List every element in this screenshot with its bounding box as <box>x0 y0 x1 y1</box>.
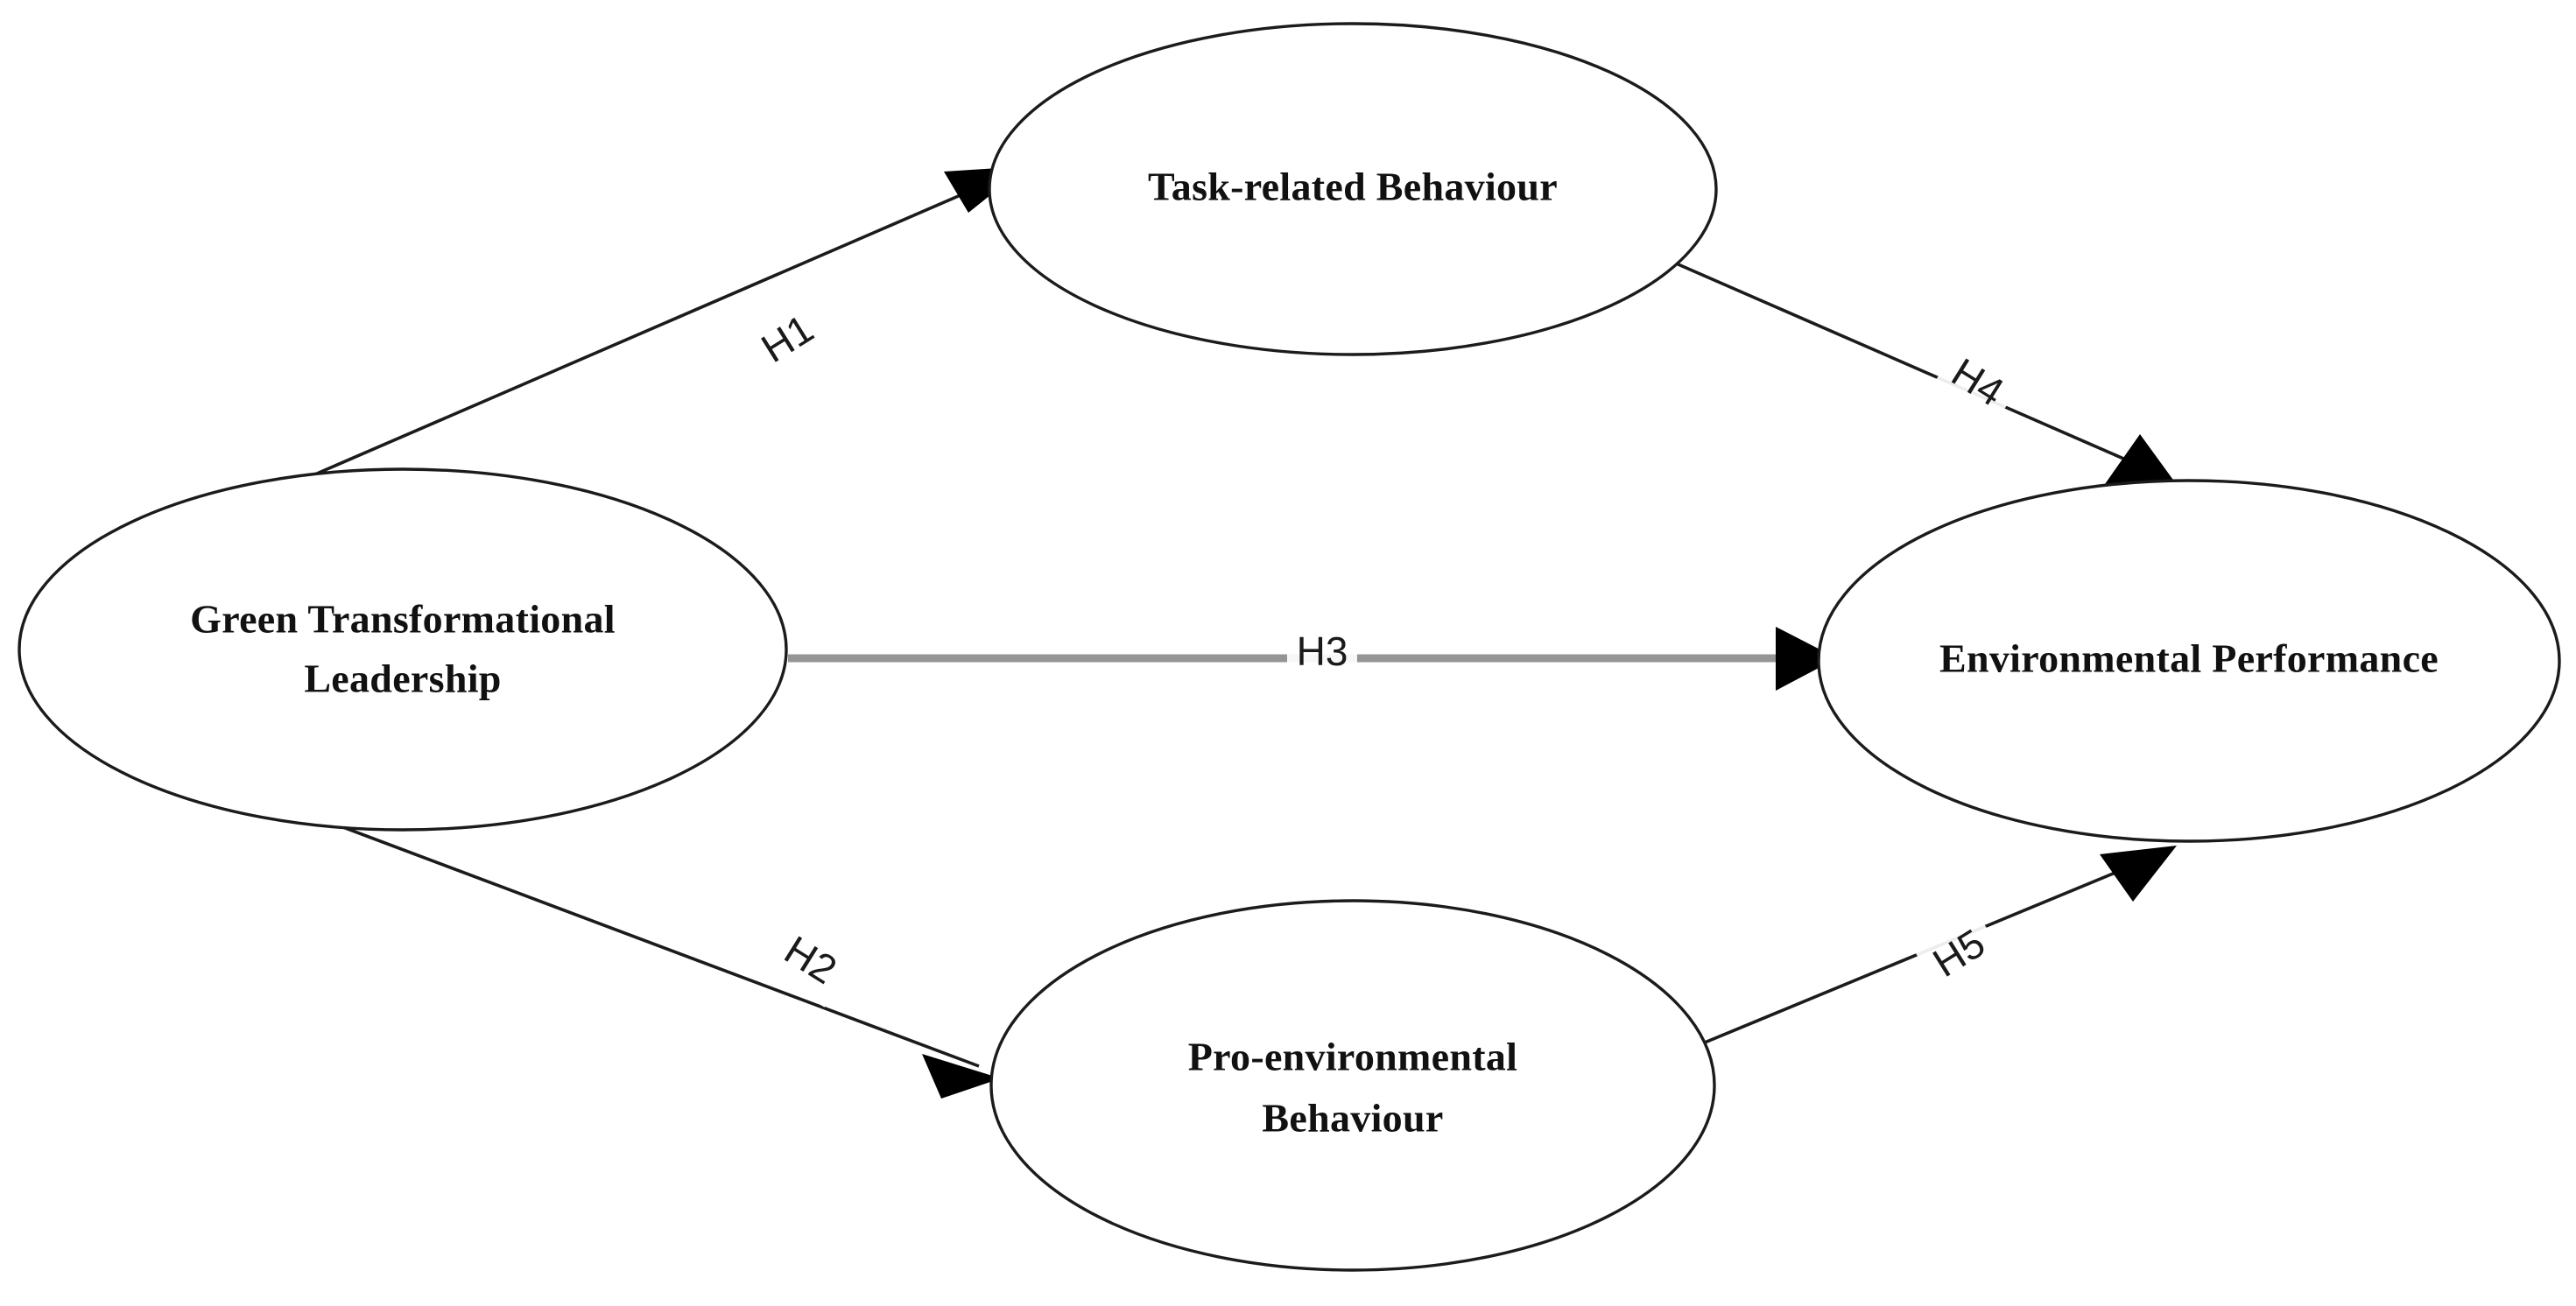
edge-h4[interactable] <box>1673 261 2182 492</box>
ellipse-shape <box>988 22 1718 356</box>
hyp-label-backdrop <box>1287 618 1357 692</box>
node-label-line1: Environmental Performance <box>1939 636 2439 681</box>
hypothesis-label-h2: H2 <box>762 915 858 1008</box>
node-label-line1: Pro-environmental <box>1188 1035 1517 1079</box>
edge-h2-arrowhead <box>922 1054 1001 1099</box>
hypothesis-label-h1: H1 <box>740 293 836 386</box>
hyp-label-backdrop <box>1911 908 2008 1001</box>
node-pro-environmental-behaviour[interactable]: Pro-environmental Behaviour <box>989 899 1716 1272</box>
hyp-label-backdrop <box>762 915 858 1008</box>
node-task-related-behaviour[interactable]: Task-related Behaviour <box>988 22 1718 356</box>
hypothesis-label-h4: H4 <box>1929 337 2025 430</box>
node-label-line2: Leadership <box>304 657 501 701</box>
node-label-line2: Behaviour <box>1262 1096 1443 1141</box>
edge-h1[interactable] <box>278 166 1026 492</box>
node-label-line1: Task-related Behaviour <box>1148 165 1558 209</box>
hyp-label-backdrop <box>740 293 836 386</box>
edge-h4-arrowhead <box>2105 434 2182 492</box>
hyp-label-backdrop <box>1929 337 2025 430</box>
edge-h2-line <box>307 812 980 1068</box>
node-green-transformational-leadership[interactable]: Green Transformational Leadership <box>18 467 788 832</box>
hyp-label-text: H3 <box>1297 628 1348 674</box>
hypothesis-label-h3: H3 <box>1287 618 1357 692</box>
edge-h3-arrowhead <box>1776 627 1837 691</box>
ellipse-shape <box>989 899 1716 1272</box>
edge-h2[interactable] <box>307 812 1001 1099</box>
edge-h5-arrowhead <box>2100 846 2177 902</box>
ellipse-shape <box>18 467 788 832</box>
node-label-line1: Green Transformational <box>190 597 616 642</box>
ellipse-shape <box>1817 479 2561 843</box>
edge-h1-line <box>278 173 1008 492</box>
node-environmental-performance[interactable]: Environmental Performance <box>1817 479 2561 843</box>
edge-h4-line <box>1673 261 2157 474</box>
